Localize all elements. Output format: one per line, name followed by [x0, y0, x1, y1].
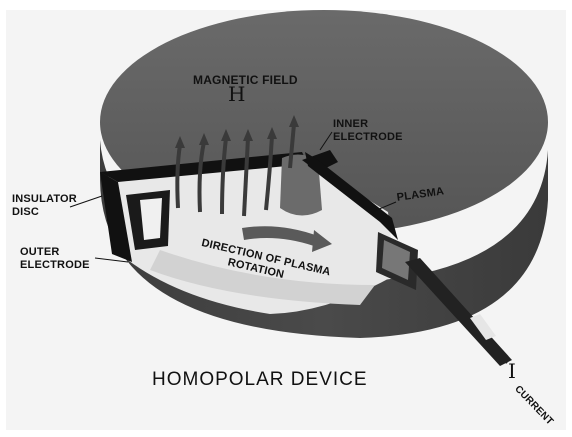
label-insulator-line1: INSULATOR — [12, 193, 77, 206]
label-inner-electrode-line1: INNER — [333, 118, 403, 131]
label-insulator-line2: DISC — [12, 206, 77, 219]
figure-title: HOMOPOLAR DEVICE — [152, 373, 368, 386]
label-outer-electrode-line1: OUTER — [20, 246, 90, 259]
label-inner-electrode: INNER ELECTRODE — [333, 118, 403, 144]
label-outer-electrode-line2: ELECTRODE — [20, 259, 90, 272]
label-magnetic-field-symbol: H — [228, 88, 246, 101]
label-inner-electrode-line2: ELECTRODE — [333, 131, 403, 144]
label-current-symbol: I — [508, 365, 516, 378]
label-outer-electrode: OUTER ELECTRODE — [20, 246, 90, 272]
label-insulator-disc: INSULATOR DISC — [12, 193, 77, 219]
